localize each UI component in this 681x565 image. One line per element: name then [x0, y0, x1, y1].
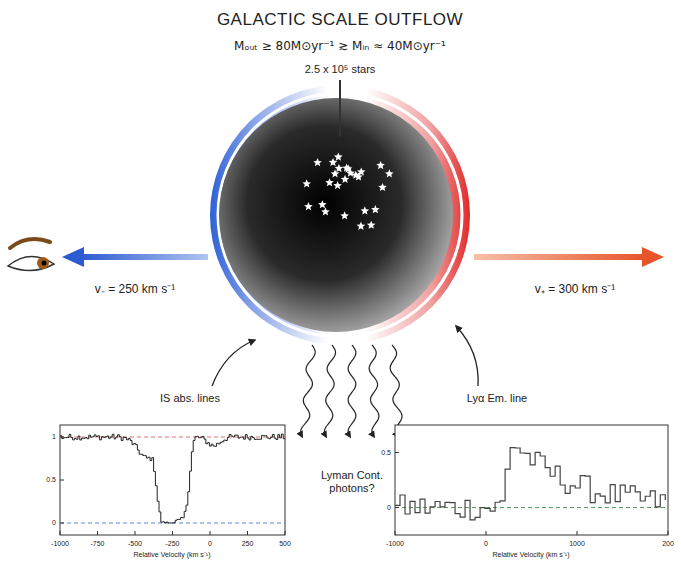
- emission-plot: [395, 425, 668, 535]
- photon-path: [390, 345, 402, 437]
- plot-frame: [60, 425, 285, 535]
- star: [361, 206, 370, 214]
- photon-path: [348, 345, 356, 437]
- tick-mark: [486, 531, 487, 535]
- tick-mark: [60, 480, 64, 481]
- star: [313, 158, 322, 166]
- star: [371, 205, 380, 213]
- recession-velocity: v₊ = 300 km s⁻¹: [535, 283, 615, 297]
- star: [325, 178, 334, 186]
- tick-mark: [172, 531, 173, 535]
- photon-path: [301, 345, 316, 437]
- approach-velocity: v₋ = 250 km s⁻¹: [95, 283, 175, 297]
- star: [342, 164, 351, 172]
- tick-mark: [135, 531, 136, 535]
- star-count-label: 2.5 x 10⁵ stars: [305, 63, 376, 76]
- observer-eye: [8, 239, 54, 270]
- star-pointer: [339, 80, 341, 146]
- tick-mark: [395, 531, 396, 535]
- star-cluster: [302, 153, 393, 230]
- arrow-head: [642, 247, 664, 267]
- eye-white: [8, 256, 54, 270]
- y-tick-label: 0: [387, 503, 391, 511]
- x-tick-label: -1000: [386, 540, 404, 548]
- x-tick-label: 0: [484, 540, 488, 548]
- star: [357, 222, 366, 230]
- red-arrow: [474, 247, 664, 267]
- pupil: [42, 261, 47, 266]
- arrow-shaft: [474, 254, 644, 260]
- tick-mark: [60, 531, 61, 535]
- iris: [37, 257, 49, 269]
- tick-mark: [210, 531, 211, 535]
- absorption-line-label: IS abs. lines: [160, 392, 220, 405]
- star: [302, 179, 311, 187]
- star: [385, 169, 394, 177]
- tick-mark: [395, 507, 399, 508]
- tick-mark: [97, 531, 98, 535]
- star: [304, 202, 313, 210]
- x-tick-label: 1000: [569, 540, 585, 548]
- y-tick-label: 0.5: [381, 448, 391, 456]
- tick-mark: [668, 531, 669, 535]
- tick-mark: [247, 531, 248, 535]
- star: [376, 161, 385, 169]
- spectrum: [395, 448, 665, 520]
- star: [346, 169, 355, 177]
- star: [357, 167, 366, 175]
- x-tick-label: -250: [165, 540, 179, 548]
- tick-mark: [285, 531, 286, 535]
- star: [335, 164, 344, 172]
- y-tick-label: 0.5: [46, 476, 56, 484]
- eyebrow: [10, 239, 50, 248]
- star: [341, 175, 350, 183]
- x-tick-label: -750: [90, 540, 104, 548]
- x-tick-label: -1000: [51, 540, 69, 548]
- star: [334, 153, 343, 161]
- leader-line: [212, 340, 255, 386]
- x-tick-label: 0: [208, 540, 212, 548]
- tick-mark: [577, 531, 578, 535]
- diagram-title: GALACTIC SCALE OUTFLOW: [217, 10, 463, 30]
- zero-line: [395, 507, 668, 508]
- arrow-shaft: [80, 254, 208, 260]
- absorption-plot: [60, 425, 285, 535]
- arrow-head: [62, 247, 84, 267]
- blue-arrow: [62, 247, 208, 267]
- photon-path: [369, 345, 379, 437]
- x-tick-label: 250: [242, 540, 254, 548]
- leader-line: [456, 326, 478, 386]
- galaxy-core: [219, 98, 453, 332]
- emission-line-label: Lyα Em. line: [467, 392, 527, 405]
- star: [318, 200, 327, 208]
- star: [378, 183, 387, 191]
- y-tick-label: 0: [52, 519, 56, 527]
- axis-label: Relative Velocity (km s⁻¹): [133, 551, 210, 559]
- star: [329, 158, 338, 166]
- tick-mark: [60, 523, 64, 524]
- lyman-continuum-label: Lyman Cont. photons?: [312, 469, 392, 494]
- y-tick-label: 1: [52, 433, 56, 441]
- x-tick-label: 200: [662, 540, 674, 548]
- spectrum: [60, 434, 285, 523]
- x-tick-label: 500: [279, 540, 291, 548]
- ticks: [60, 437, 285, 535]
- star: [367, 221, 376, 229]
- photon-path: [324, 345, 335, 437]
- x-tick-label: -500: [128, 540, 142, 548]
- photon-arrows: [301, 345, 402, 437]
- plot-frame: [395, 425, 668, 535]
- tick-mark: [395, 452, 399, 453]
- star: [321, 207, 330, 215]
- flow-rate-equation: Mₒᵤₜ ≥ 80M⊙yr⁻¹ ≳ Mᵢₙ ≈ 40M⊙yr⁻¹: [234, 40, 446, 54]
- star: [333, 181, 342, 189]
- star: [340, 211, 349, 219]
- axis-label: Relative Velocity (km s⁻¹): [492, 551, 569, 559]
